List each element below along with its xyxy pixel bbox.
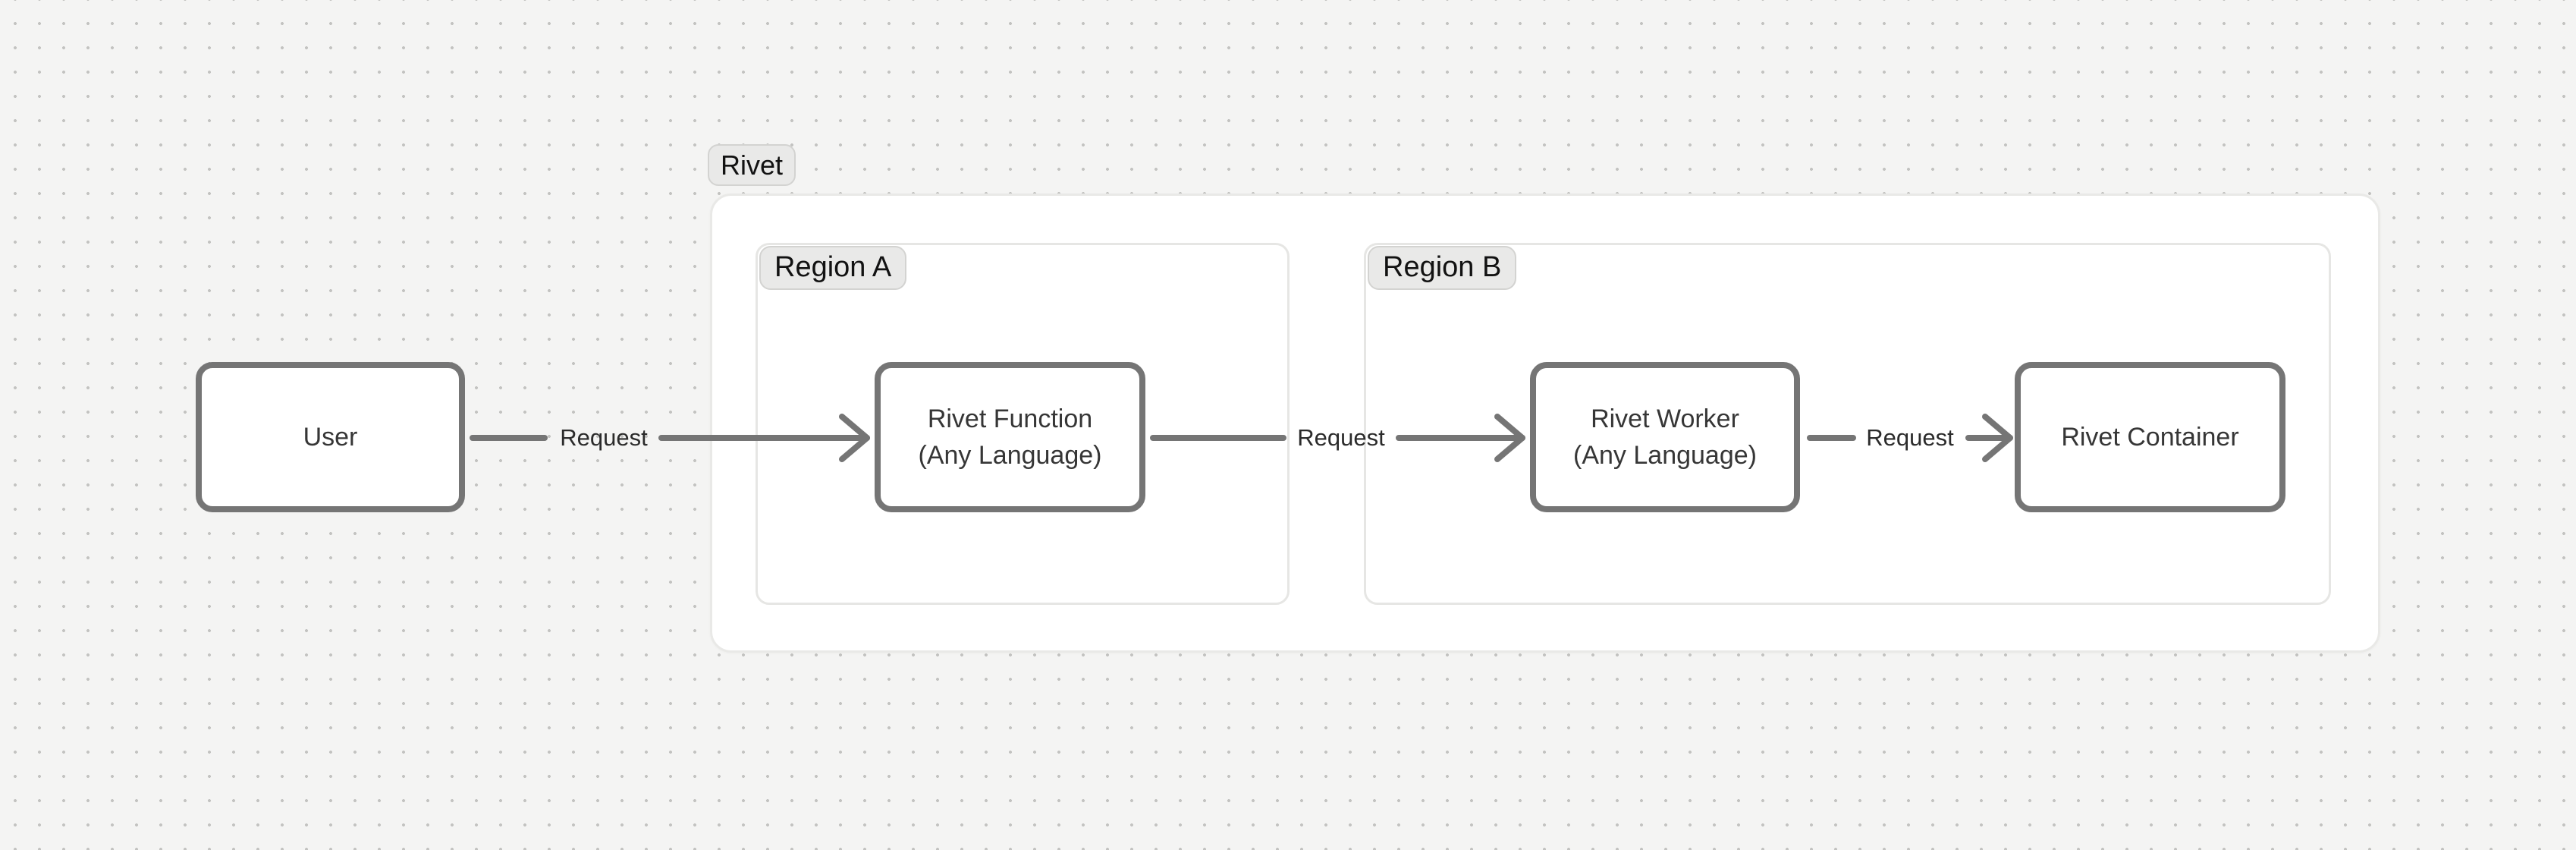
- rivet-group-badge: Rivet: [708, 144, 796, 187]
- rivet-function-node-label: Rivet Function: [927, 405, 1093, 433]
- arrowhead-icon: [839, 414, 870, 462]
- edge-arrow: [470, 414, 870, 462]
- region-a-badge: Region A: [759, 246, 907, 290]
- edge-label: Request: [1297, 424, 1385, 451]
- rivet-worker-node-label: Rivet Worker: [1591, 405, 1739, 433]
- arrowhead-icon: [1982, 414, 2013, 462]
- user-node: User: [196, 362, 465, 512]
- edge-label: Request: [1866, 424, 1954, 451]
- edge-worker-to-container: Request: [1800, 408, 2015, 468]
- edge-user-to-function: Request: [465, 408, 875, 468]
- user-node-label: User: [303, 423, 358, 452]
- edge-arrow: [1807, 414, 2013, 462]
- rivet-function-node: Rivet Function (Any Language): [875, 362, 1145, 512]
- rivet-function-node-sublabel: (Any Language): [918, 441, 1102, 470]
- edge-arrow: [1150, 414, 1525, 462]
- rivet-container-node-label: Rivet Container: [2061, 423, 2239, 452]
- rivet-worker-node-sublabel: (Any Language): [1573, 441, 1757, 470]
- rivet-container-node: Rivet Container: [2015, 362, 2285, 512]
- rivet-worker-node: Rivet Worker (Any Language): [1530, 362, 1800, 512]
- edge-label: Request: [560, 424, 648, 451]
- region-b-badge: Region B: [1368, 246, 1517, 290]
- arrowhead-icon: [1494, 414, 1525, 462]
- edge-function-to-worker: Request: [1145, 408, 1530, 468]
